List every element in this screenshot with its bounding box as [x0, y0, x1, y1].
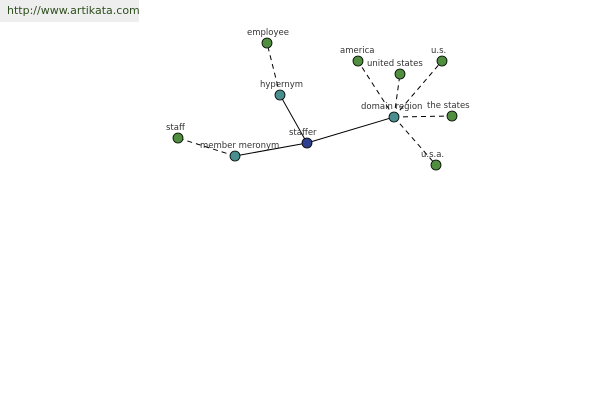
- node-label-united-states[interactable]: united states: [367, 59, 423, 69]
- node-label-hypernym[interactable]: hypernym: [260, 80, 303, 90]
- node-label-the-states[interactable]: the states: [427, 101, 470, 111]
- edge-staffer-hypernym: [279, 94, 308, 144]
- node-layer: staffer hypernym employee member meronym sta…: [166, 28, 470, 171]
- node-circle-employee[interactable]: [261, 37, 273, 49]
- edge-member-meronym-staff: [177, 137, 236, 157]
- node-america[interactable]: america: [340, 46, 374, 67]
- node-label-member-meronym[interactable]: member meronym: [200, 141, 279, 151]
- node-circle-hypernym[interactable]: [274, 89, 286, 101]
- node-circle-staffer[interactable]: [301, 137, 313, 149]
- node-us[interactable]: u.s.: [431, 46, 448, 67]
- node-circle-member-meronym[interactable]: [229, 150, 241, 162]
- node-label-staffer[interactable]: staffer: [289, 128, 317, 138]
- node-circle-usa[interactable]: [430, 159, 442, 171]
- node-circle-us[interactable]: [436, 55, 448, 67]
- edge-staffer-member-meronym: [234, 142, 308, 157]
- node-circle-america[interactable]: [352, 55, 364, 67]
- node-employee[interactable]: employee: [247, 28, 289, 49]
- node-united-states[interactable]: united states: [367, 59, 423, 80]
- node-staff[interactable]: staff: [166, 123, 186, 144]
- edge-layer: [177, 42, 453, 166]
- edge-domain-region-the-states: [393, 115, 453, 118]
- node-the-states[interactable]: the states: [427, 101, 470, 122]
- node-circle-the-states[interactable]: [446, 110, 458, 122]
- node-domain-region[interactable]: domain region: [361, 102, 422, 123]
- node-label-staff[interactable]: staff: [166, 123, 186, 133]
- node-circle-domain-region[interactable]: [388, 111, 400, 123]
- node-label-usa[interactable]: u.s.a.: [421, 150, 444, 160]
- edge-domain-region-united-states: [393, 73, 401, 118]
- node-circle-staff[interactable]: [172, 132, 184, 144]
- edge-domain-region-usa: [393, 116, 437, 166]
- node-hypernym[interactable]: hypernym: [260, 80, 303, 101]
- edge-domain-region-us: [393, 60, 443, 118]
- node-member-meronym[interactable]: member meronym: [200, 141, 279, 162]
- node-label-us[interactable]: u.s.: [431, 46, 446, 56]
- node-usa[interactable]: u.s.a.: [421, 150, 444, 171]
- edge-domain-region-america: [357, 60, 395, 118]
- node-staffer[interactable]: staffer: [289, 128, 317, 149]
- node-label-domain-region[interactable]: domain region: [361, 102, 422, 112]
- node-circle-united-states[interactable]: [394, 68, 406, 80]
- edge-staffer-domain-region: [306, 116, 395, 144]
- source-link[interactable]: http://www.artikata.com: [0, 0, 140, 22]
- node-label-employee[interactable]: employee: [247, 28, 289, 38]
- node-label-america[interactable]: america: [340, 46, 374, 56]
